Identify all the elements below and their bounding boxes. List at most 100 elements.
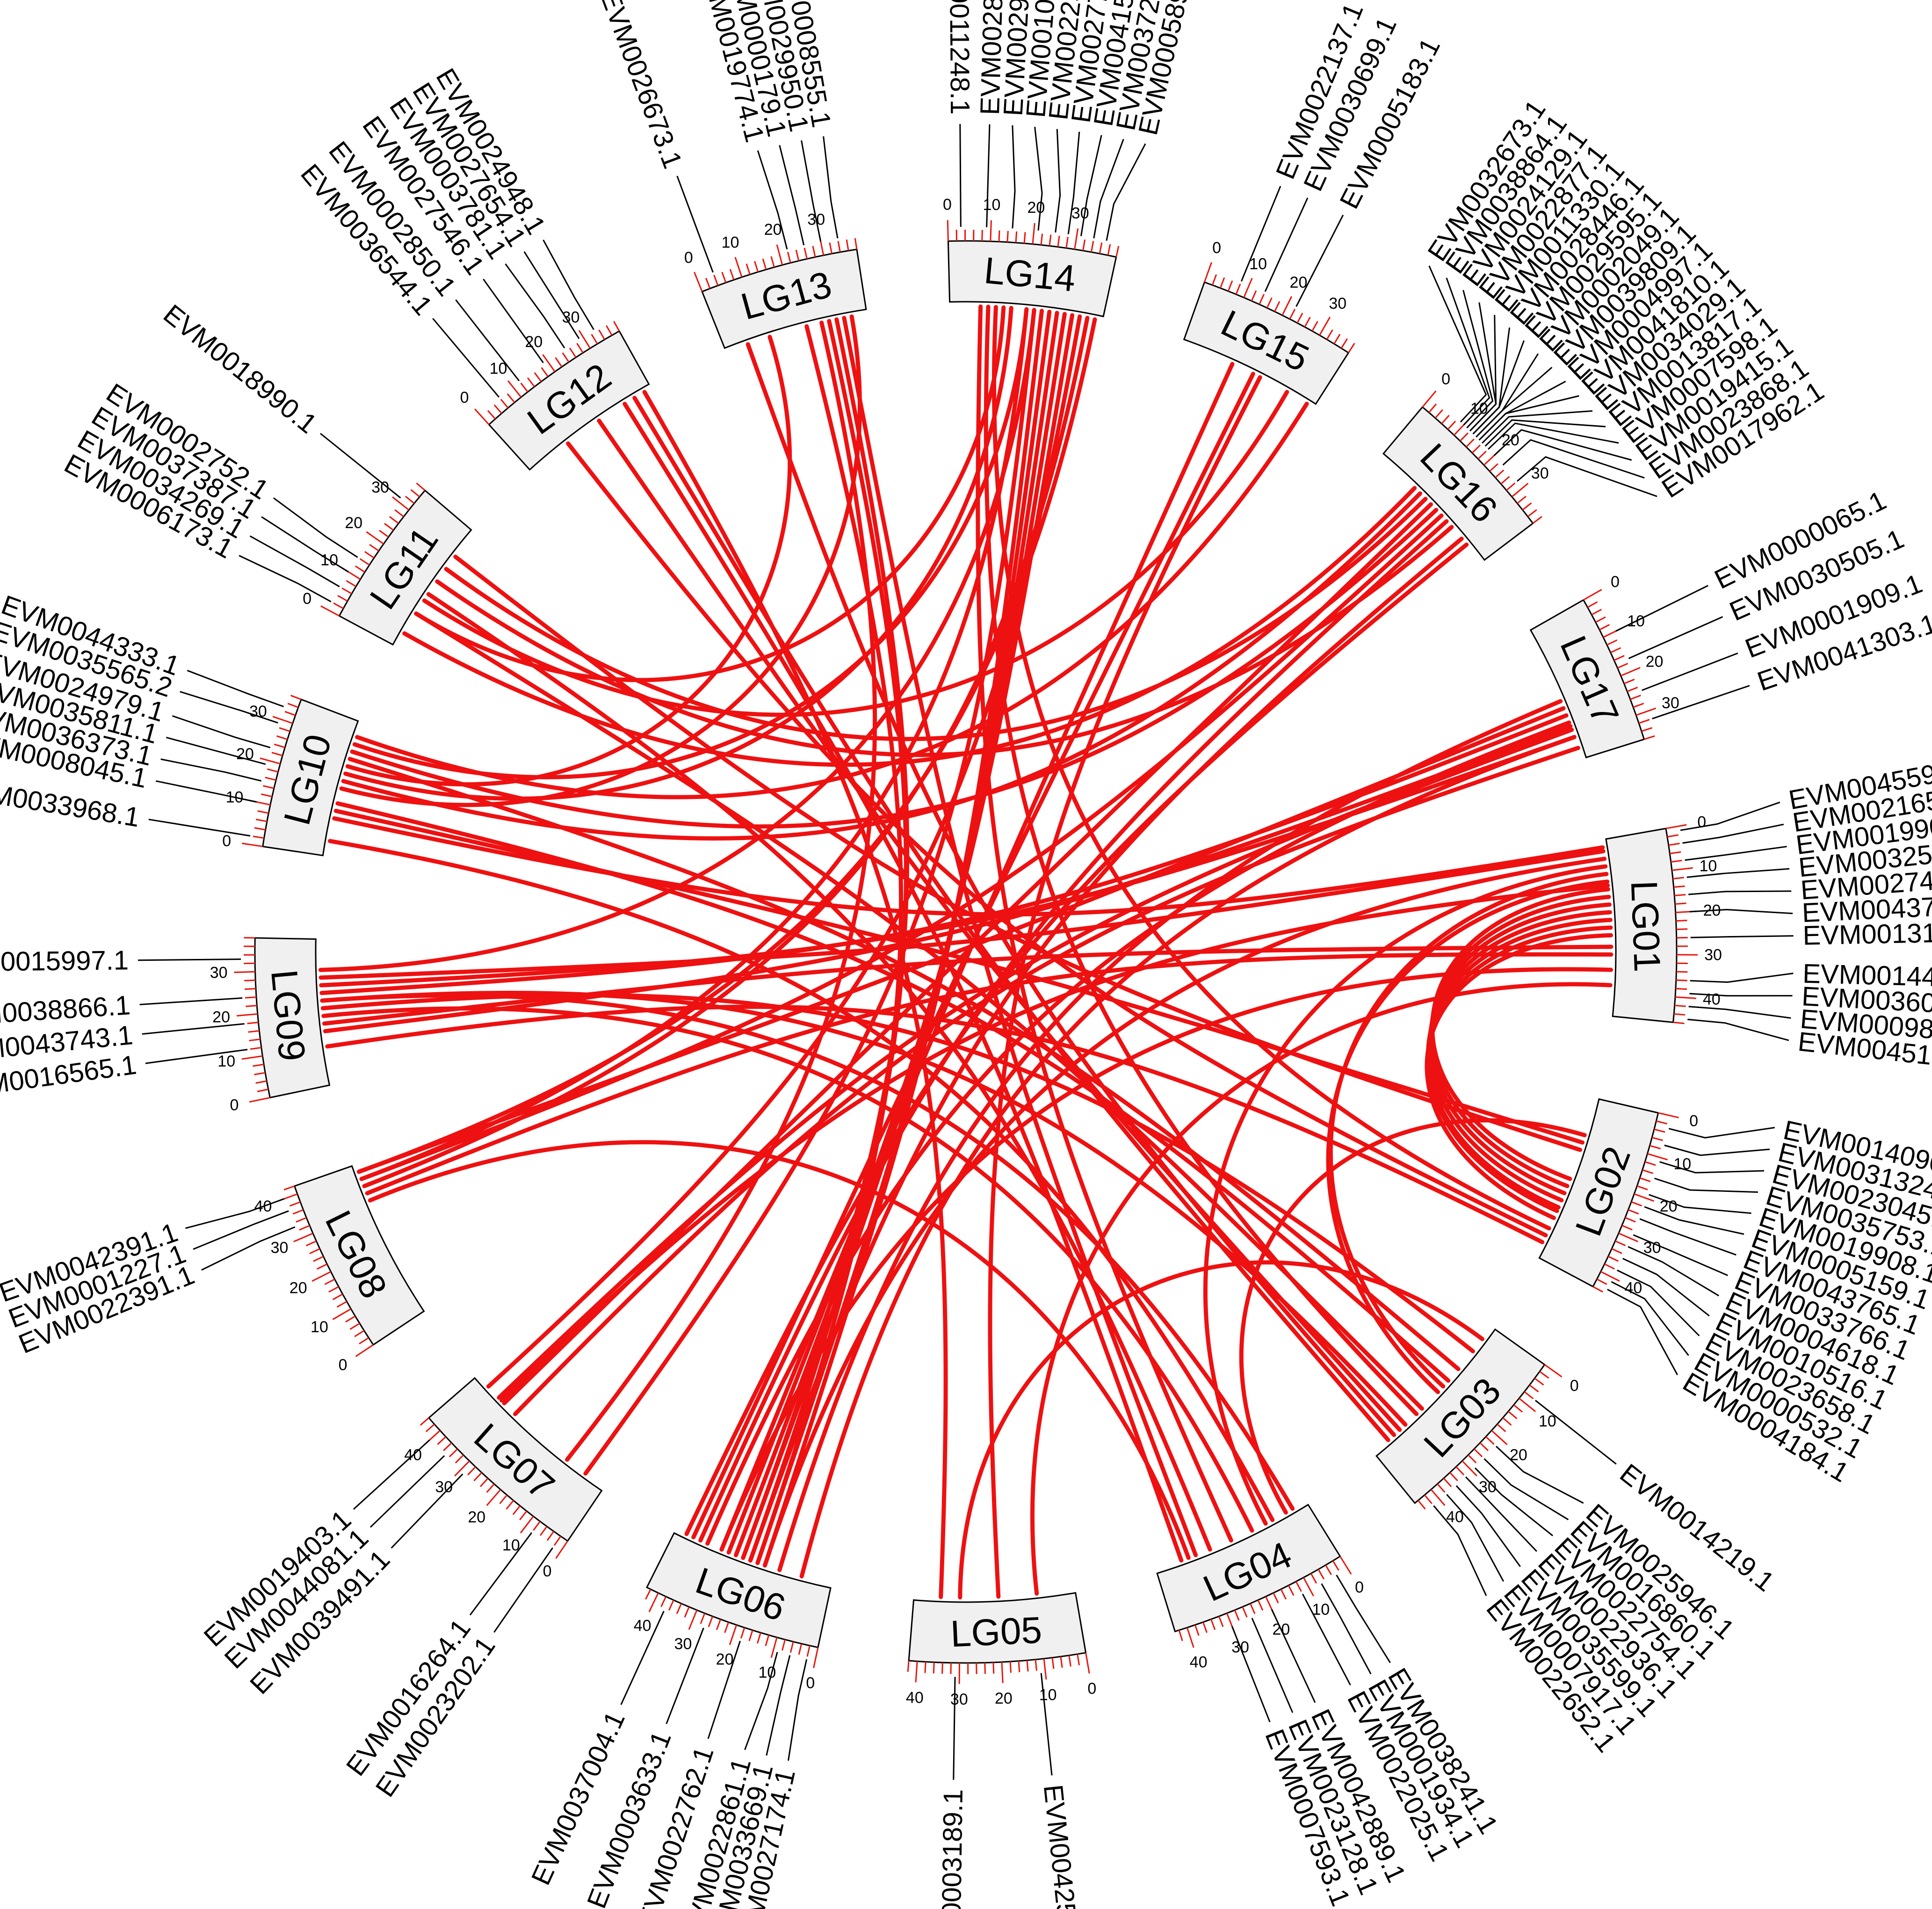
tick-label-LG04-40: 40 (1190, 1654, 1208, 1671)
tick-LG03-42 (1424, 1494, 1433, 1504)
tick-LG01-38 (1675, 987, 1687, 990)
tick-LG08-24 (313, 1256, 324, 1262)
tick-LG02-38 (1604, 1263, 1615, 1270)
chromosome-box-LG13 (701, 248, 867, 349)
gene-leader-EVM0004997.1 (1478, 380, 1566, 441)
tick-label-LG09-0: 0 (230, 1096, 239, 1114)
tick-LG11-20 (366, 531, 384, 544)
tick-LG06-32 (684, 1606, 690, 1618)
tick-LG17-32 (1638, 719, 1650, 724)
tick-LG14-16 (1015, 231, 1018, 243)
gene-leader-EVM0005183.1 (1295, 214, 1344, 307)
tick-LG06-18 (740, 1627, 745, 1639)
gene-leader-EVM0037387.1 (261, 516, 349, 573)
tick-LG04-6 (1317, 1569, 1325, 1580)
tick-LG07-38 (437, 1436, 447, 1445)
tick-label-LG01-10: 10 (1700, 857, 1717, 875)
tick-LG09-4 (255, 1080, 267, 1084)
tick-LG17-28 (1633, 703, 1644, 708)
tick-LG08-12 (336, 1301, 347, 1308)
link-LG06-LG16-78 (684, 542, 1469, 1536)
gene-leader-EVM0022762.1 (707, 1640, 741, 1739)
gene-leader-EVM0013197.1 (1690, 935, 1794, 938)
gene-leader-EVM0007917.1 (1446, 1494, 1505, 1582)
gene-leader-EVM0035565.2 (180, 691, 278, 724)
tick-LG02-14 (1642, 1169, 1654, 1174)
tick-LG06-16 (748, 1630, 753, 1641)
genes-LG11: EVM0006173.1EVM0034269.1EVM0037387.1EVM0… (59, 298, 401, 602)
gene-leader-EVM0033766.1 (1633, 1234, 1728, 1276)
tick-LG07-6 (540, 1526, 548, 1536)
tick-LG07-14 (512, 1505, 521, 1515)
gene-label: EVM0003189.1 (935, 1789, 969, 1909)
tick-label-LG15-20: 20 (1290, 274, 1308, 291)
tick-LG05-16 (1018, 1661, 1020, 1672)
gene-leader-EVM0011330.1 (1469, 315, 1497, 432)
tick-LG12-26 (569, 348, 577, 358)
gene-leader-EVM0022936.1 (1465, 1476, 1537, 1552)
tick-LG14-20 (1032, 223, 1035, 244)
tick-LG04-32 (1218, 1616, 1224, 1627)
tick-LG03-26 (1473, 1448, 1483, 1458)
gene-leader-EVM0035753.1 (1654, 1177, 1758, 1193)
tick-LG11-4 (337, 595, 348, 602)
tick-LG01-44 (1674, 1013, 1686, 1016)
gene-leader-EVM0043783.1 (1689, 909, 1793, 915)
tick-LG13-32 (829, 242, 833, 254)
gene-leader-EVM0024129.1 (1462, 290, 1494, 428)
tick-LG05-6 (1060, 1656, 1063, 1668)
gene-leader-EVM0011248.1 (959, 124, 962, 227)
gene-label: EVM0042509.1 (1038, 1783, 1087, 1909)
gene-leader-EVM0023658.1 (1617, 1270, 1700, 1336)
gene-leader-EVM0035811.1 (166, 737, 266, 765)
tick-LG13-22 (787, 252, 791, 263)
gene-leader-EVM0016860.1 (1483, 1458, 1569, 1520)
gene-leader-EVM0037272.1 (1093, 138, 1124, 239)
tick-LG15-6 (1227, 280, 1233, 291)
genes-LG05: EVM0042509.1 EVM0003189.1 (935, 1673, 1087, 1909)
tick-label-LG13-10: 10 (722, 233, 739, 251)
tick-LG03-30 (1462, 1460, 1477, 1477)
link-LG17-LG06-18 (777, 699, 1563, 1572)
link-LG08-LG01-68 (365, 952, 1614, 1196)
tick-LG06-8 (781, 1639, 786, 1651)
tick-LG06-28 (700, 1613, 706, 1624)
tick-label-LG01-0: 0 (1697, 813, 1706, 831)
tick-LG12-20 (542, 354, 556, 372)
tick-LG05-12 (1035, 1659, 1037, 1671)
tick-LG02-18 (1636, 1185, 1648, 1190)
tick-LG07-20 (486, 1489, 501, 1506)
chromosome-box-LG15 (1183, 281, 1350, 405)
gene-leader-EVM0007593.1 (1231, 1626, 1271, 1722)
gene-leader-EVM0021653.1 (1682, 823, 1784, 844)
tick-label-LG14-10: 10 (983, 196, 1001, 214)
tick-LG14-22 (1040, 233, 1043, 245)
tick-LG10-20 (260, 757, 281, 765)
gene-leader-EVM0043743.1 (142, 1023, 245, 1035)
genes-LG04: EVM0038241.1EVM0001934.1EVM0022025.1EVM0… (1231, 1575, 1504, 1909)
gene-label: EVM0026673.1 (594, 0, 688, 173)
chromosome-box-LG03 (1375, 1328, 1546, 1504)
chromosome-box-LG07 (427, 1377, 603, 1542)
tick-LG07-30 (454, 1460, 470, 1477)
tick-LG16-14 (1465, 438, 1475, 448)
tick-LG06-4 (798, 1643, 803, 1655)
tick-LG03-20 (1491, 1430, 1508, 1445)
tick-label-LG05-20: 20 (995, 1690, 1013, 1707)
tick-LG15-24 (1296, 312, 1303, 324)
gene-leader-EVM0041575.1 (1080, 135, 1102, 236)
gene-leader-EVM0037004.1 (620, 1611, 665, 1705)
link-LG01-LG06-10 (763, 857, 1607, 1568)
tick-LG01-6 (1670, 851, 1681, 855)
gene-leader-EVM0019403.1 (353, 1439, 430, 1510)
tick-LG12-4 (493, 404, 502, 414)
tick-LG02-42 (1596, 1278, 1607, 1285)
tick-LG08-20 (311, 1271, 332, 1282)
tick-LG16-16 (1471, 444, 1481, 454)
